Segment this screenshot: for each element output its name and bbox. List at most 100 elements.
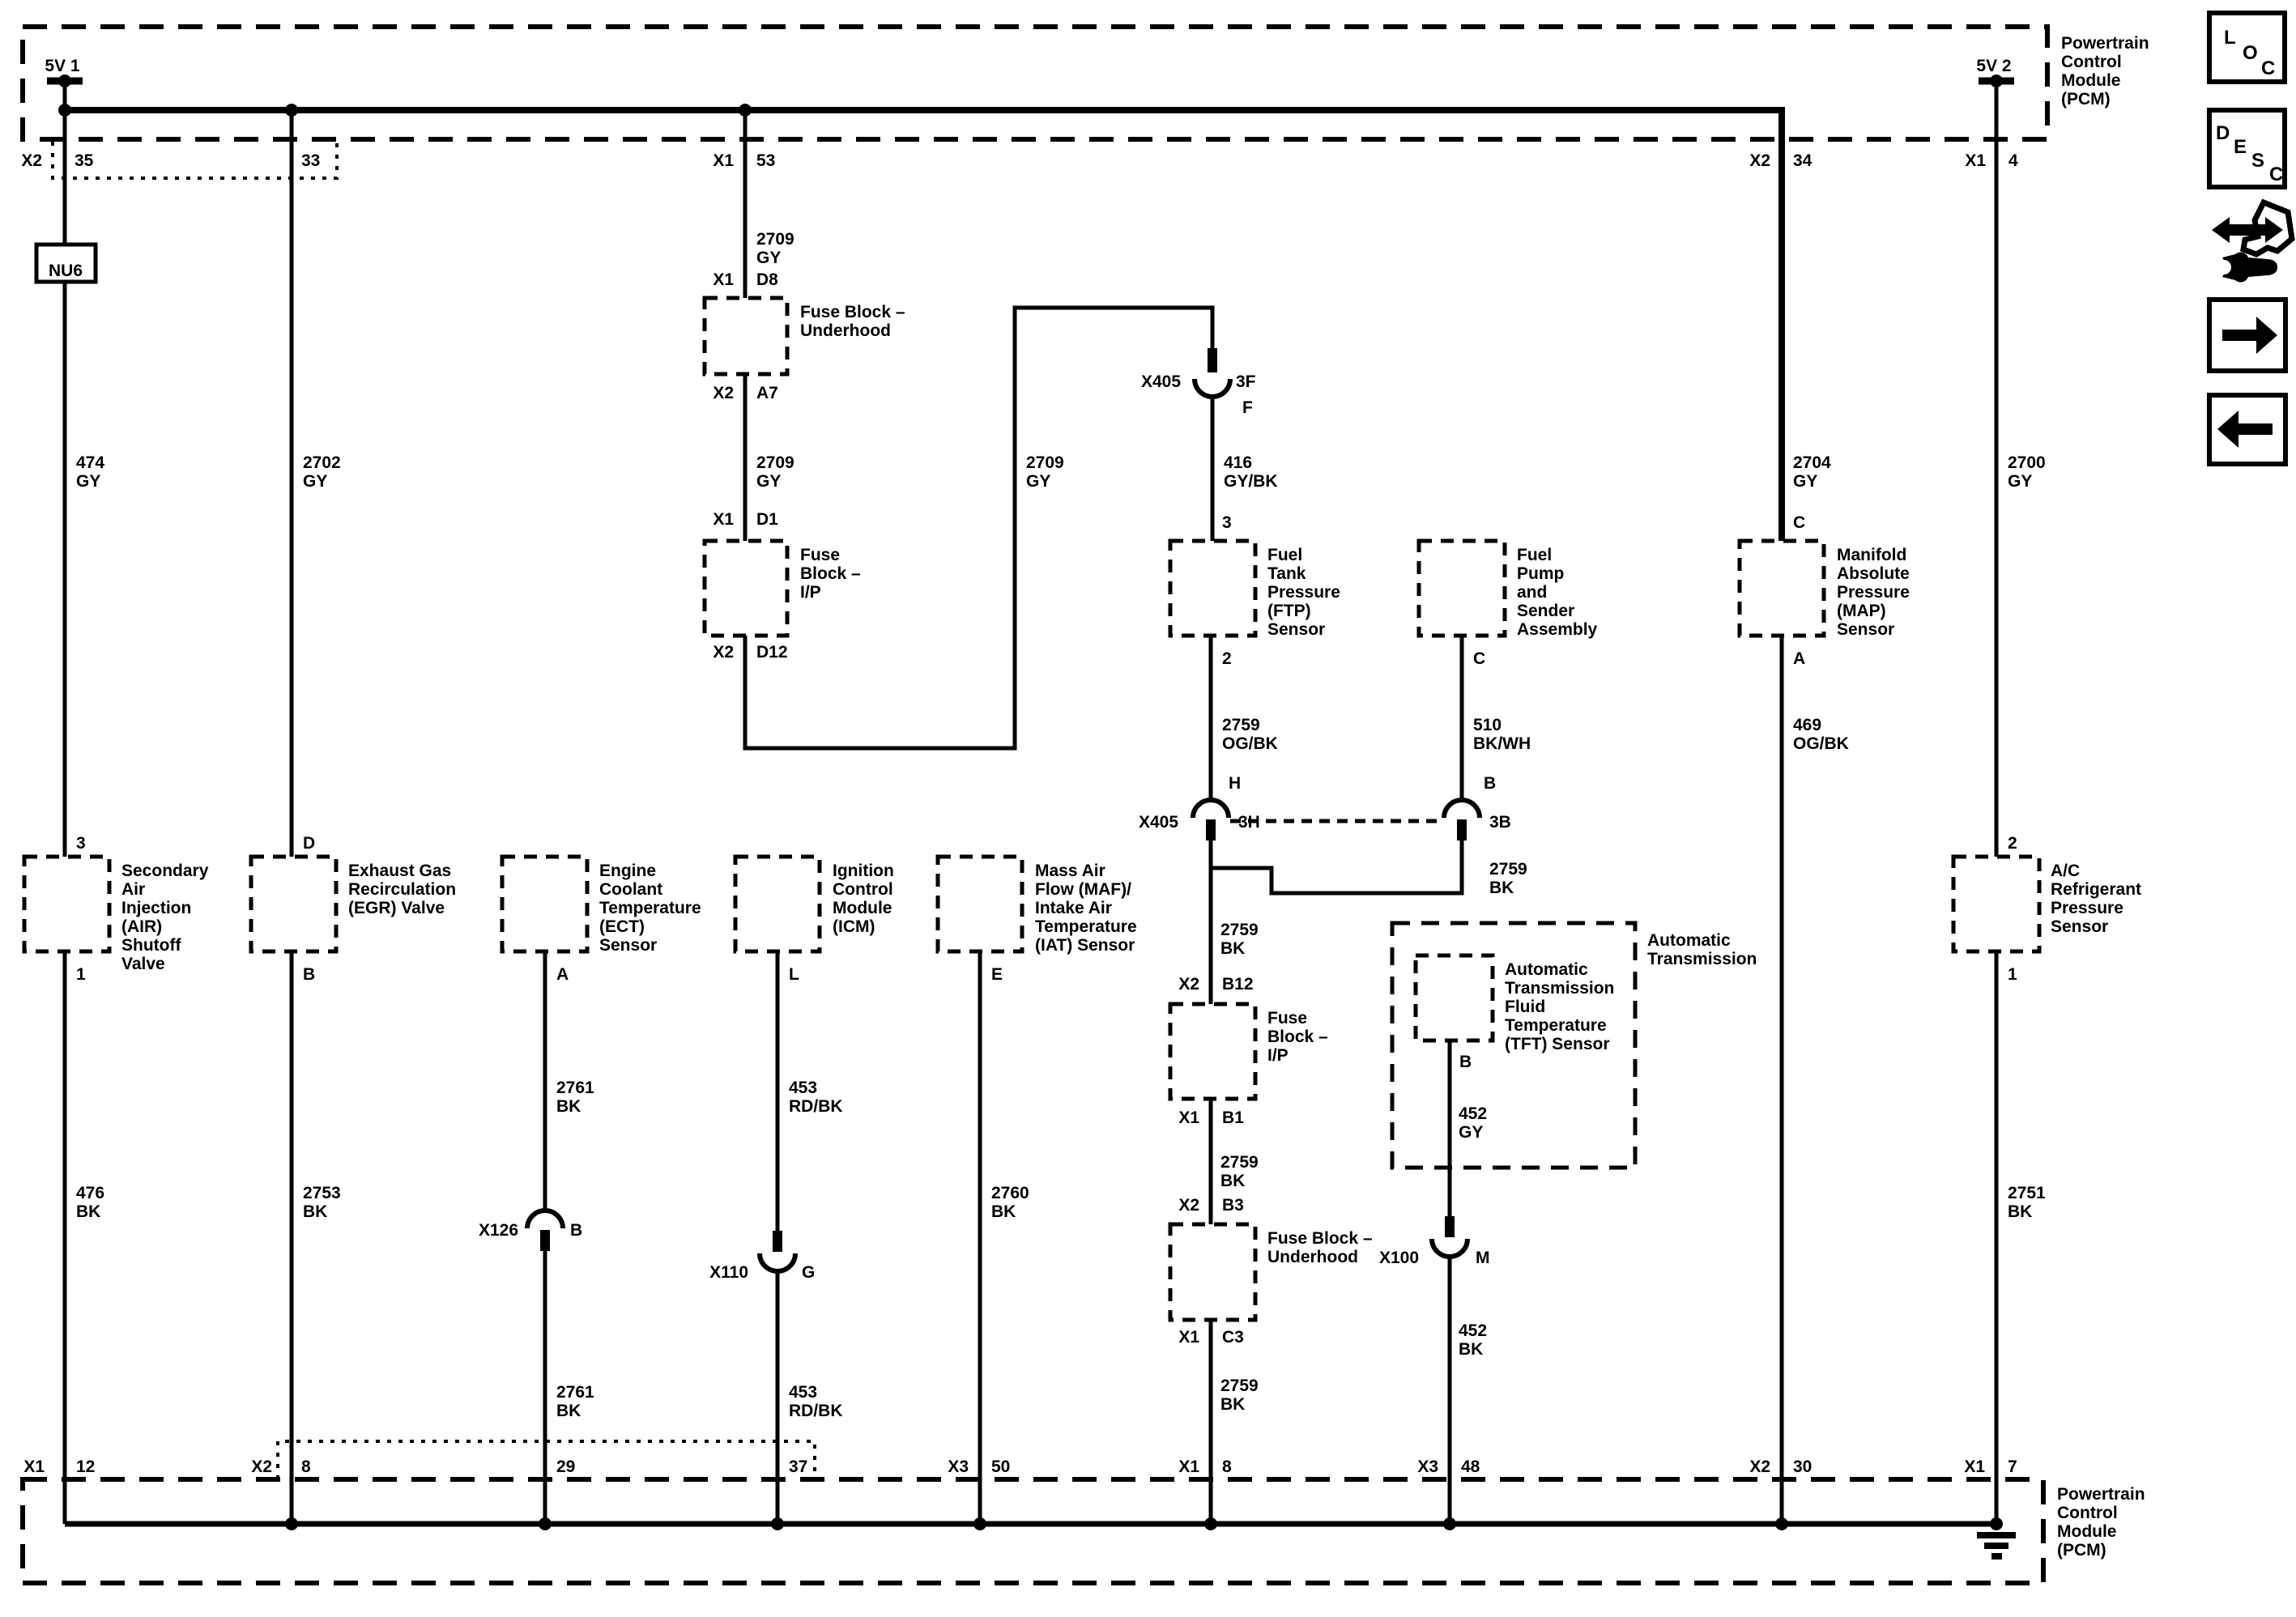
pin-conn-label: X1 [713, 510, 734, 529]
pin-conn-label: X1 [713, 270, 734, 289]
inline-connector-x110: X110 G [709, 1231, 815, 1282]
pin-label: B3 [1222, 1196, 1244, 1215]
pin-conn-label: X2 [1178, 1196, 1199, 1215]
pin-conn-label: X1 [1178, 1457, 1199, 1476]
wire-2709-gy-jog [743, 305, 1215, 751]
loc-letter: L [2224, 27, 2236, 49]
connector-id-label: X405 [1141, 372, 1181, 391]
pin-number-label: 8 [1222, 1457, 1232, 1476]
prev-arrow-button[interactable] [2207, 393, 2288, 466]
pin-label: B [1459, 1053, 1472, 1071]
next-arrow-button[interactable] [2207, 297, 2288, 373]
pin-label: 2 [2008, 834, 2017, 853]
pin-label: B1 [1222, 1108, 1244, 1127]
inline-connector-x405-3f: X405 3F F [1141, 348, 1256, 417]
nu6-rpo-box: NU6 [34, 242, 98, 284]
junction-dot [58, 104, 71, 117]
pin-conn-label: X2 [1749, 1457, 1770, 1476]
ground-symbol-icon [1977, 1532, 2016, 1560]
connector-id-label: X110 [709, 1263, 748, 1282]
pin-conn-label: X1 [1964, 1457, 1985, 1476]
pin-conn-label: X3 [948, 1457, 969, 1476]
pcm-top-pins: X2 35 33 X1 53 X2 34 X1 4 [21, 151, 2018, 170]
pin-number-label: 7 [2008, 1457, 2017, 1476]
pin-number-label: 53 [756, 151, 775, 170]
pin-number-label: 37 [789, 1457, 807, 1476]
pin-number-label: 29 [556, 1457, 575, 1476]
pin-number-label: 50 [991, 1457, 1010, 1476]
desc-button[interactable]: D E S C [2207, 108, 2287, 189]
connector-pin-label: 3F [1236, 372, 1256, 391]
nu6-label: NU6 [49, 262, 83, 280]
nav-rail: L O C D E S C [2207, 11, 2295, 466]
desc-letter: C [2269, 164, 2283, 185]
connector-pin-label: G [802, 1263, 815, 1282]
desc-letter: E [2234, 136, 2247, 158]
wrench-arrows-icon[interactable] [2212, 198, 2295, 283]
pin-conn-label: X1 [23, 1457, 45, 1476]
pin-conn-label: X1 [1178, 1108, 1199, 1127]
pin-label: D [303, 834, 315, 853]
pin-number-label: 12 [76, 1457, 95, 1476]
connector-term-label: F [1242, 398, 1253, 417]
loc-button[interactable]: L O C [2207, 11, 2287, 84]
pcm-bottom-pins: X1 12 X2 8 29 37 X3 50 X1 8 X3 48 X2 30 … [23, 1457, 2017, 1476]
wiring [58, 81, 2016, 1560]
loc-letter: C [2261, 57, 2275, 79]
pin-number-label: 30 [1793, 1457, 1812, 1476]
component-label: Fuse Block –Underhood [1267, 1229, 1373, 1266]
pin-label: C3 [1222, 1328, 1244, 1347]
loc-letter: O [2243, 42, 2258, 64]
pin-conn-label: X2 [251, 1457, 272, 1476]
pin-label: 2 [1222, 649, 1232, 668]
pin-label: D8 [756, 270, 778, 289]
pin-conn-label: X2 [713, 643, 734, 662]
junction-dot [973, 1517, 986, 1530]
pin-conn-label: X3 [1417, 1457, 1438, 1476]
pin-conn-label: X2 [1749, 151, 1770, 170]
pin-label: E [991, 965, 1003, 984]
pin-conn-label: X1 [713, 151, 734, 170]
junction-dot [285, 104, 298, 117]
connector-pin-label: M [1476, 1249, 1490, 1267]
pin-label: A [1793, 649, 1805, 668]
fuse-block-underhood-1: X1 D8 X2 A7 Fuse Block –Underhood [702, 270, 905, 402]
pcm-top-border [20, 24, 2050, 142]
connector-id-label: X100 [1379, 1249, 1419, 1267]
pin-conn-label: X1 [1965, 151, 1986, 170]
junction-dot [1443, 1517, 1456, 1530]
pin-number-label: 4 [2008, 151, 2018, 170]
fuse-block-underhood-2: X2 B3 X1 C3 Fuse Block –Underhood [1168, 1196, 1373, 1347]
connector-id-label: X405 [1139, 813, 1178, 832]
junction-dot [1775, 1517, 1788, 1530]
